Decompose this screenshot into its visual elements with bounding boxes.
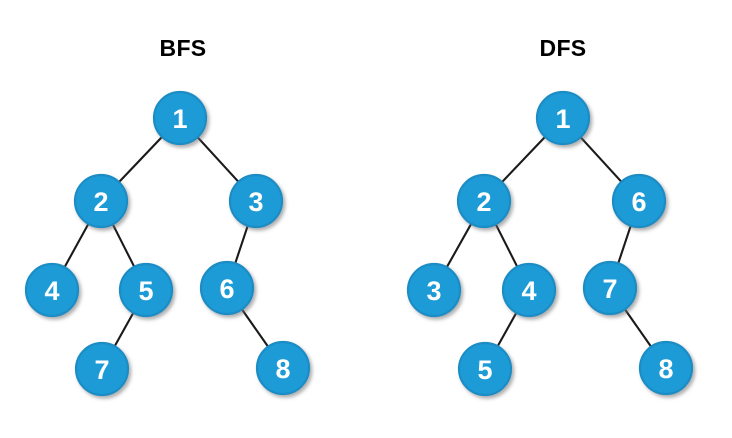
tree-node-bfs-4[interactable]: 4 — [24, 262, 80, 318]
tree-edge-5-7 — [113, 310, 135, 349]
node-circle[interactable] — [611, 173, 667, 229]
tree-edge-2-4 — [494, 222, 519, 269]
tree-node-dfs-4[interactable]: 4 — [501, 262, 557, 318]
panel-bfs-edges — [63, 135, 270, 349]
panel-title-dfs: DFS — [540, 35, 587, 61]
node-circle[interactable] — [118, 262, 174, 318]
tree-edge-4-5 — [496, 310, 518, 349]
tree-node-dfs-3[interactable]: 3 — [406, 262, 462, 318]
tree-node-bfs-1[interactable]: 1 — [152, 90, 208, 146]
tree-node-dfs-5[interactable]: 5 — [457, 341, 513, 397]
node-circle[interactable] — [228, 173, 284, 229]
node-circle[interactable] — [406, 262, 462, 318]
tree-edge-7-8 — [623, 307, 653, 349]
tree-node-bfs-8[interactable]: 8 — [255, 340, 311, 396]
node-circle[interactable] — [74, 341, 130, 397]
panel-title-bfs: BFS — [160, 35, 207, 61]
tree-node-dfs-2[interactable]: 2 — [456, 173, 512, 229]
node-circle[interactable] — [456, 173, 512, 229]
tree-edge-1-2 — [500, 135, 547, 184]
panel-dfs-edges — [445, 135, 653, 349]
node-circle[interactable] — [457, 341, 513, 397]
node-circle[interactable] — [535, 90, 591, 146]
node-circle[interactable] — [199, 260, 255, 316]
node-circle[interactable] — [501, 262, 557, 318]
titles-layer: BFS DFS — [160, 35, 587, 61]
tree-edge-2-3 — [445, 221, 473, 270]
tree-edge-1-2 — [117, 135, 164, 184]
node-circle[interactable] — [73, 173, 129, 229]
edges-layer — [63, 135, 653, 349]
tree-edge-2-4 — [63, 221, 90, 270]
node-circle[interactable] — [582, 260, 638, 316]
tree-node-dfs-6[interactable]: 6 — [611, 173, 667, 229]
tree-edge-2-5 — [111, 222, 136, 269]
node-circle[interactable] — [638, 340, 694, 396]
tree-edge-6-7 — [616, 223, 633, 266]
tree-edge-3-6 — [233, 223, 250, 266]
tree-node-bfs-3[interactable]: 3 — [228, 173, 284, 229]
node-circle[interactable] — [152, 90, 208, 146]
tree-node-dfs-1[interactable]: 1 — [535, 90, 591, 146]
tree-edge-6-8 — [240, 307, 270, 349]
tree-node-dfs-8[interactable]: 8 — [638, 340, 694, 396]
tree-edge-1-3 — [195, 135, 241, 184]
tree-node-bfs-5[interactable]: 5 — [118, 262, 174, 318]
tree-node-bfs-6[interactable]: 6 — [199, 260, 255, 316]
node-circle[interactable] — [255, 340, 311, 396]
tree-node-bfs-7[interactable]: 7 — [74, 341, 130, 397]
tree-node-dfs-7[interactable]: 7 — [582, 260, 638, 316]
node-circle[interactable] — [24, 262, 80, 318]
tree-edge-1-6 — [578, 135, 624, 184]
tree-node-bfs-2[interactable]: 2 — [73, 173, 129, 229]
